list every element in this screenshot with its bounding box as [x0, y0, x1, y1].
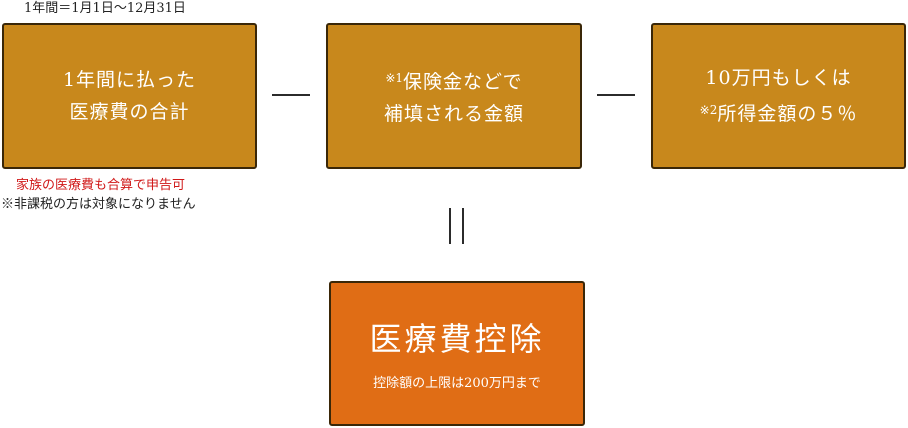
period-note: 1年間＝1月1日〜12月31日 — [24, 1, 186, 16]
result-subtitle: 控除額の上限は200万円まで — [373, 376, 541, 391]
insurance-text: ※1保険金などで補填される金額 — [384, 62, 524, 130]
medical-total-line2: 医療費の合計 — [69, 101, 190, 123]
minus-sign-1 — [272, 94, 310, 96]
insurance-line2: 補填される金額 — [383, 103, 524, 125]
threshold-line2: 所得金額の５％ — [717, 103, 858, 125]
insurance-line1: 保険金などで — [403, 71, 523, 93]
medical-total-box: 1年間に払った医療費の合計 — [2, 23, 257, 169]
family-note: 家族の医療費も合算で申告可 — [16, 178, 186, 193]
insurance-box: ※1保険金などで補填される金額 — [326, 23, 582, 169]
insurance-mark: ※1 — [385, 71, 404, 85]
result-title: 医療費控除 — [369, 320, 545, 358]
threshold-text: 10万円もしくは ※2所得金額の５％ — [700, 62, 858, 130]
threshold-box: 10万円もしくは ※2所得金額の５％ — [651, 23, 906, 169]
medical-total-line1: 1年間に払った — [62, 69, 197, 91]
equals-sign-right — [462, 208, 464, 244]
threshold-mark: ※2 — [699, 103, 718, 117]
tax-note: ※非課税の方は対象になりません — [1, 197, 196, 212]
medical-total-text: 1年間に払った医療費の合計 — [63, 64, 196, 128]
medical-deduction-box: 医療費控除 控除額の上限は200万円まで — [329, 281, 585, 426]
equals-sign-left — [449, 208, 451, 244]
threshold-line1: 10万円もしくは — [705, 67, 852, 89]
minus-sign-2 — [597, 94, 635, 96]
